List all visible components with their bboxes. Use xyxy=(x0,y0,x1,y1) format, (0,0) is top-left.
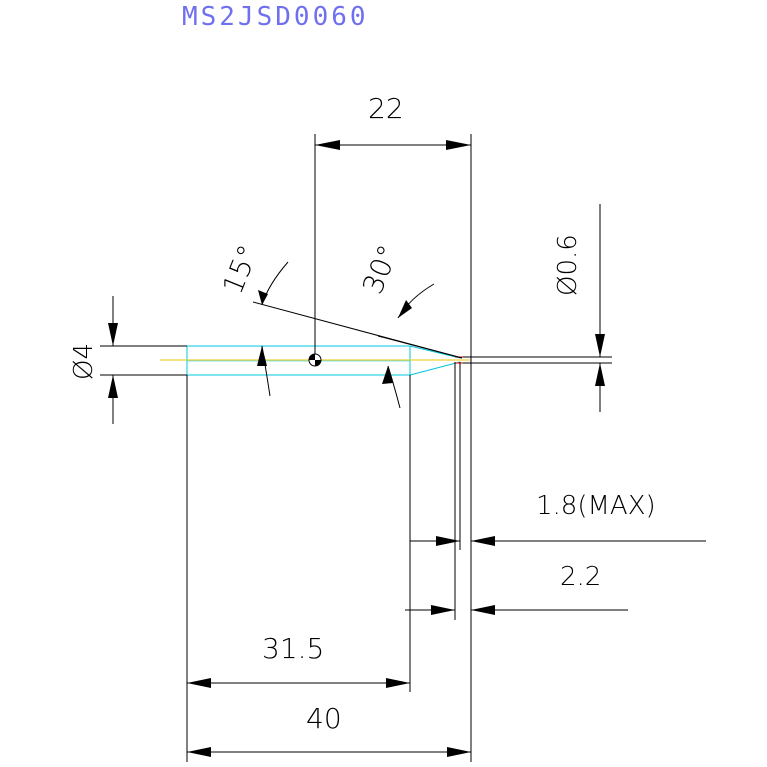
dimension-dia-06: Ø0.6 xyxy=(463,204,612,412)
drawing-title: MS2JSD0060 xyxy=(182,2,369,32)
angle-15-label: 15° xyxy=(216,240,265,298)
dimension-315-label: 31.5 xyxy=(262,632,324,665)
dimension-40: 40 xyxy=(187,702,471,757)
dimension-22-label: 22 xyxy=(368,92,404,125)
dimension-22b-label: 2.2 xyxy=(560,562,601,592)
angle-15: 15° xyxy=(216,240,463,397)
dimension-18-max-label: 1.8(MAX) xyxy=(536,491,656,521)
dimension-22: 22 xyxy=(314,92,472,762)
dimension-40-label: 40 xyxy=(306,702,342,735)
dimension-dia-4-label: Ø4 xyxy=(69,343,99,380)
center-mark xyxy=(308,353,322,367)
extension-lines xyxy=(186,362,461,762)
dimension-dia-4: Ø4 xyxy=(69,296,187,424)
dimension-22b: 2.2 xyxy=(405,562,628,615)
dimension-dia-06-label: Ø0.6 xyxy=(553,234,583,296)
dimension-315: 31.5 xyxy=(187,632,410,688)
angle-30: 30° xyxy=(356,240,463,409)
dimension-18-max: 1.8(MAX) xyxy=(410,491,706,546)
angle-30-label: 30° xyxy=(356,240,405,298)
